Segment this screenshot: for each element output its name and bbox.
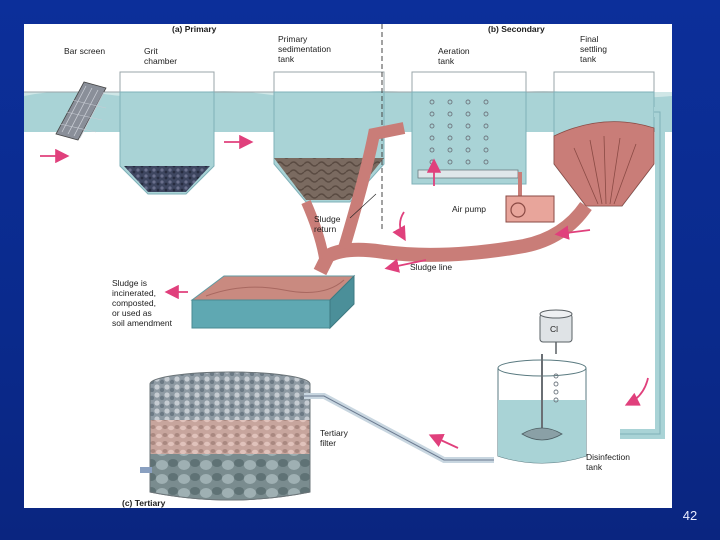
label-final-settling-3: tank xyxy=(580,54,597,64)
disinfection-tank xyxy=(497,354,587,464)
label-final-settling-2: settling xyxy=(580,44,607,54)
sludge-tray xyxy=(190,274,356,330)
label-air-pump: Air pump xyxy=(452,204,486,214)
air-bubbles xyxy=(429,99,489,165)
label-secondary: (b) Secondary xyxy=(488,24,545,34)
label-tertiary-filter-2: filter xyxy=(320,438,336,448)
diagram-panel: (a) Primary (b) Secondary (c) Tertiary B… xyxy=(24,24,672,508)
label-sludge-line: Sludge line xyxy=(410,262,452,272)
label-sludge-fate-4: or used as xyxy=(112,308,152,318)
label-bar-screen: Bar screen xyxy=(64,46,105,56)
label-sludge-return-1: Sludge xyxy=(314,214,341,224)
flow-arrows xyxy=(40,134,649,449)
final-settling-tank xyxy=(553,91,655,207)
label-sludge-return-2: return xyxy=(314,224,336,234)
air-pump xyxy=(505,195,555,223)
label-sludge-fate-2: incinerated, xyxy=(112,288,156,298)
label-aeration-2: tank xyxy=(438,56,455,66)
label-disinfection-2: tank xyxy=(586,462,603,472)
label-chlorine: Cl xyxy=(550,324,558,334)
label-sludge-fate-1: Sludge is xyxy=(112,278,147,288)
wastewater-treatment-diagram: (a) Primary (b) Secondary (c) Tertiary B… xyxy=(24,24,672,508)
sludge-return-leader xyxy=(349,193,377,219)
label-primary: (a) Primary xyxy=(172,24,217,34)
bar-screen xyxy=(55,81,107,141)
label-tertiary: (c) Tertiary xyxy=(122,498,166,508)
chlorine-canister xyxy=(539,309,573,354)
label-final-settling-1: Final xyxy=(580,34,599,44)
grit-chamber xyxy=(119,91,215,195)
label-primary-sed-2: sedimentation xyxy=(278,44,331,54)
aeration-tank xyxy=(411,91,527,202)
tertiary-filter xyxy=(140,371,494,501)
label-grit-chamber-2: chamber xyxy=(144,56,177,66)
label-disinfection-1: Disinfection xyxy=(586,452,630,462)
label-primary-sed-3: tank xyxy=(278,54,295,64)
label-sludge-fate-3: composted, xyxy=(112,298,156,308)
label-tertiary-filter-1: Tertiary xyxy=(320,428,349,438)
label-primary-sed-1: Primary xyxy=(278,34,308,44)
labels: (a) Primary (b) Secondary (c) Tertiary B… xyxy=(64,24,630,508)
label-sludge-fate-5: soil amendment xyxy=(112,318,173,328)
label-grit-chamber-1: Grit xyxy=(144,46,158,56)
page-number: 42 xyxy=(682,508,698,523)
label-aeration-1: Aeration xyxy=(438,46,470,56)
